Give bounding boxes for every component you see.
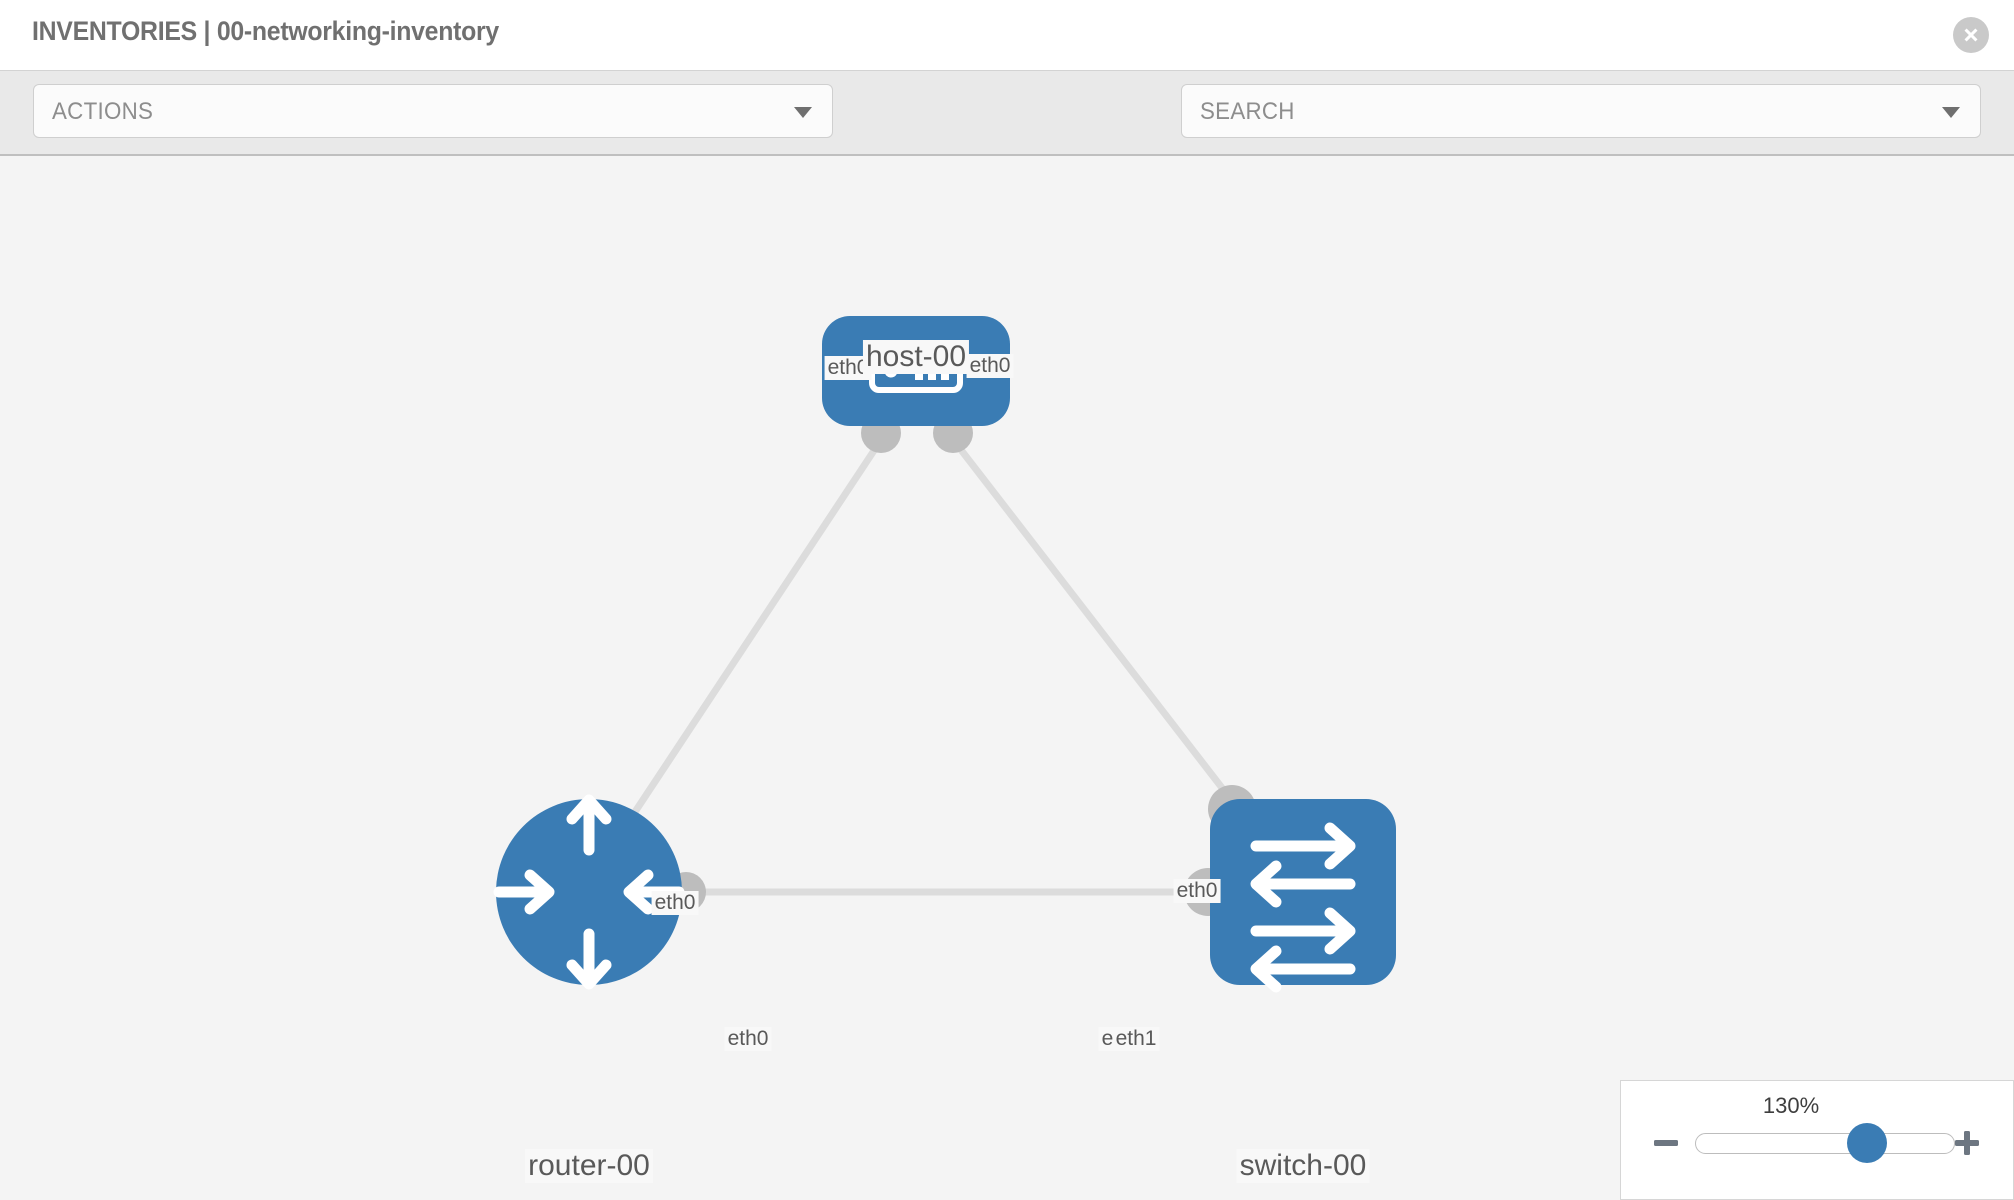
- edge-layer: [624, 443, 1256, 896]
- node-switch-00[interactable]: [1210, 799, 1396, 993]
- search-placeholder: SEARCH: [1200, 98, 1295, 125]
- search-input[interactable]: SEARCH: [1181, 84, 1981, 138]
- zoom-control-panel: 130%: [1620, 1080, 2014, 1200]
- zoom-slider-track[interactable]: [1695, 1133, 1955, 1154]
- edge-router-host[interactable]: [624, 444, 880, 826]
- interface-label: eth0: [724, 1027, 772, 1052]
- actions-dropdown[interactable]: ACTIONS: [33, 84, 833, 138]
- node-label-switch-00: switch-00: [1236, 1149, 1370, 1183]
- interface-label: eth1: [1112, 1027, 1160, 1052]
- zoom-out-button[interactable]: [1651, 1128, 1681, 1158]
- zoom-slider-thumb[interactable]: [1847, 1123, 1887, 1163]
- zoom-in-button[interactable]: [1952, 1128, 1982, 1158]
- node-router-00[interactable]: [493, 794, 685, 990]
- page-header: INVENTORIES | 00-networking-inventory: [0, 0, 2014, 70]
- chevron-down-icon: [794, 107, 812, 118]
- interface-label: eth0: [651, 891, 699, 916]
- edge-host-switch[interactable]: [955, 443, 1256, 831]
- chevron-down-icon: [1942, 107, 1960, 118]
- topology-canvas[interactable]: eth0 host-00 eth0 eth0 eth0 eth0 eth0 et…: [0, 156, 2014, 1200]
- close-icon[interactable]: [1953, 17, 1989, 53]
- switch-arrows-icon: [1250, 822, 1356, 993]
- node-label-host-00: host-00: [862, 340, 970, 374]
- toolbar: ACTIONS SEARCH: [0, 70, 2014, 200]
- topology-graph: [493, 316, 1396, 993]
- interface-label: eth0: [966, 354, 1014, 379]
- actions-dropdown-label: ACTIONS: [52, 98, 154, 125]
- node-label-router-00: router-00: [525, 1149, 653, 1183]
- page-title: INVENTORIES | 00-networking-inventory: [32, 16, 499, 46]
- interface-label: eth0: [1173, 879, 1221, 904]
- router-arrows-icon: [493, 794, 685, 990]
- zoom-level-label: 130%: [1762, 1093, 1820, 1118]
- connector-layer: [666, 413, 1256, 916]
